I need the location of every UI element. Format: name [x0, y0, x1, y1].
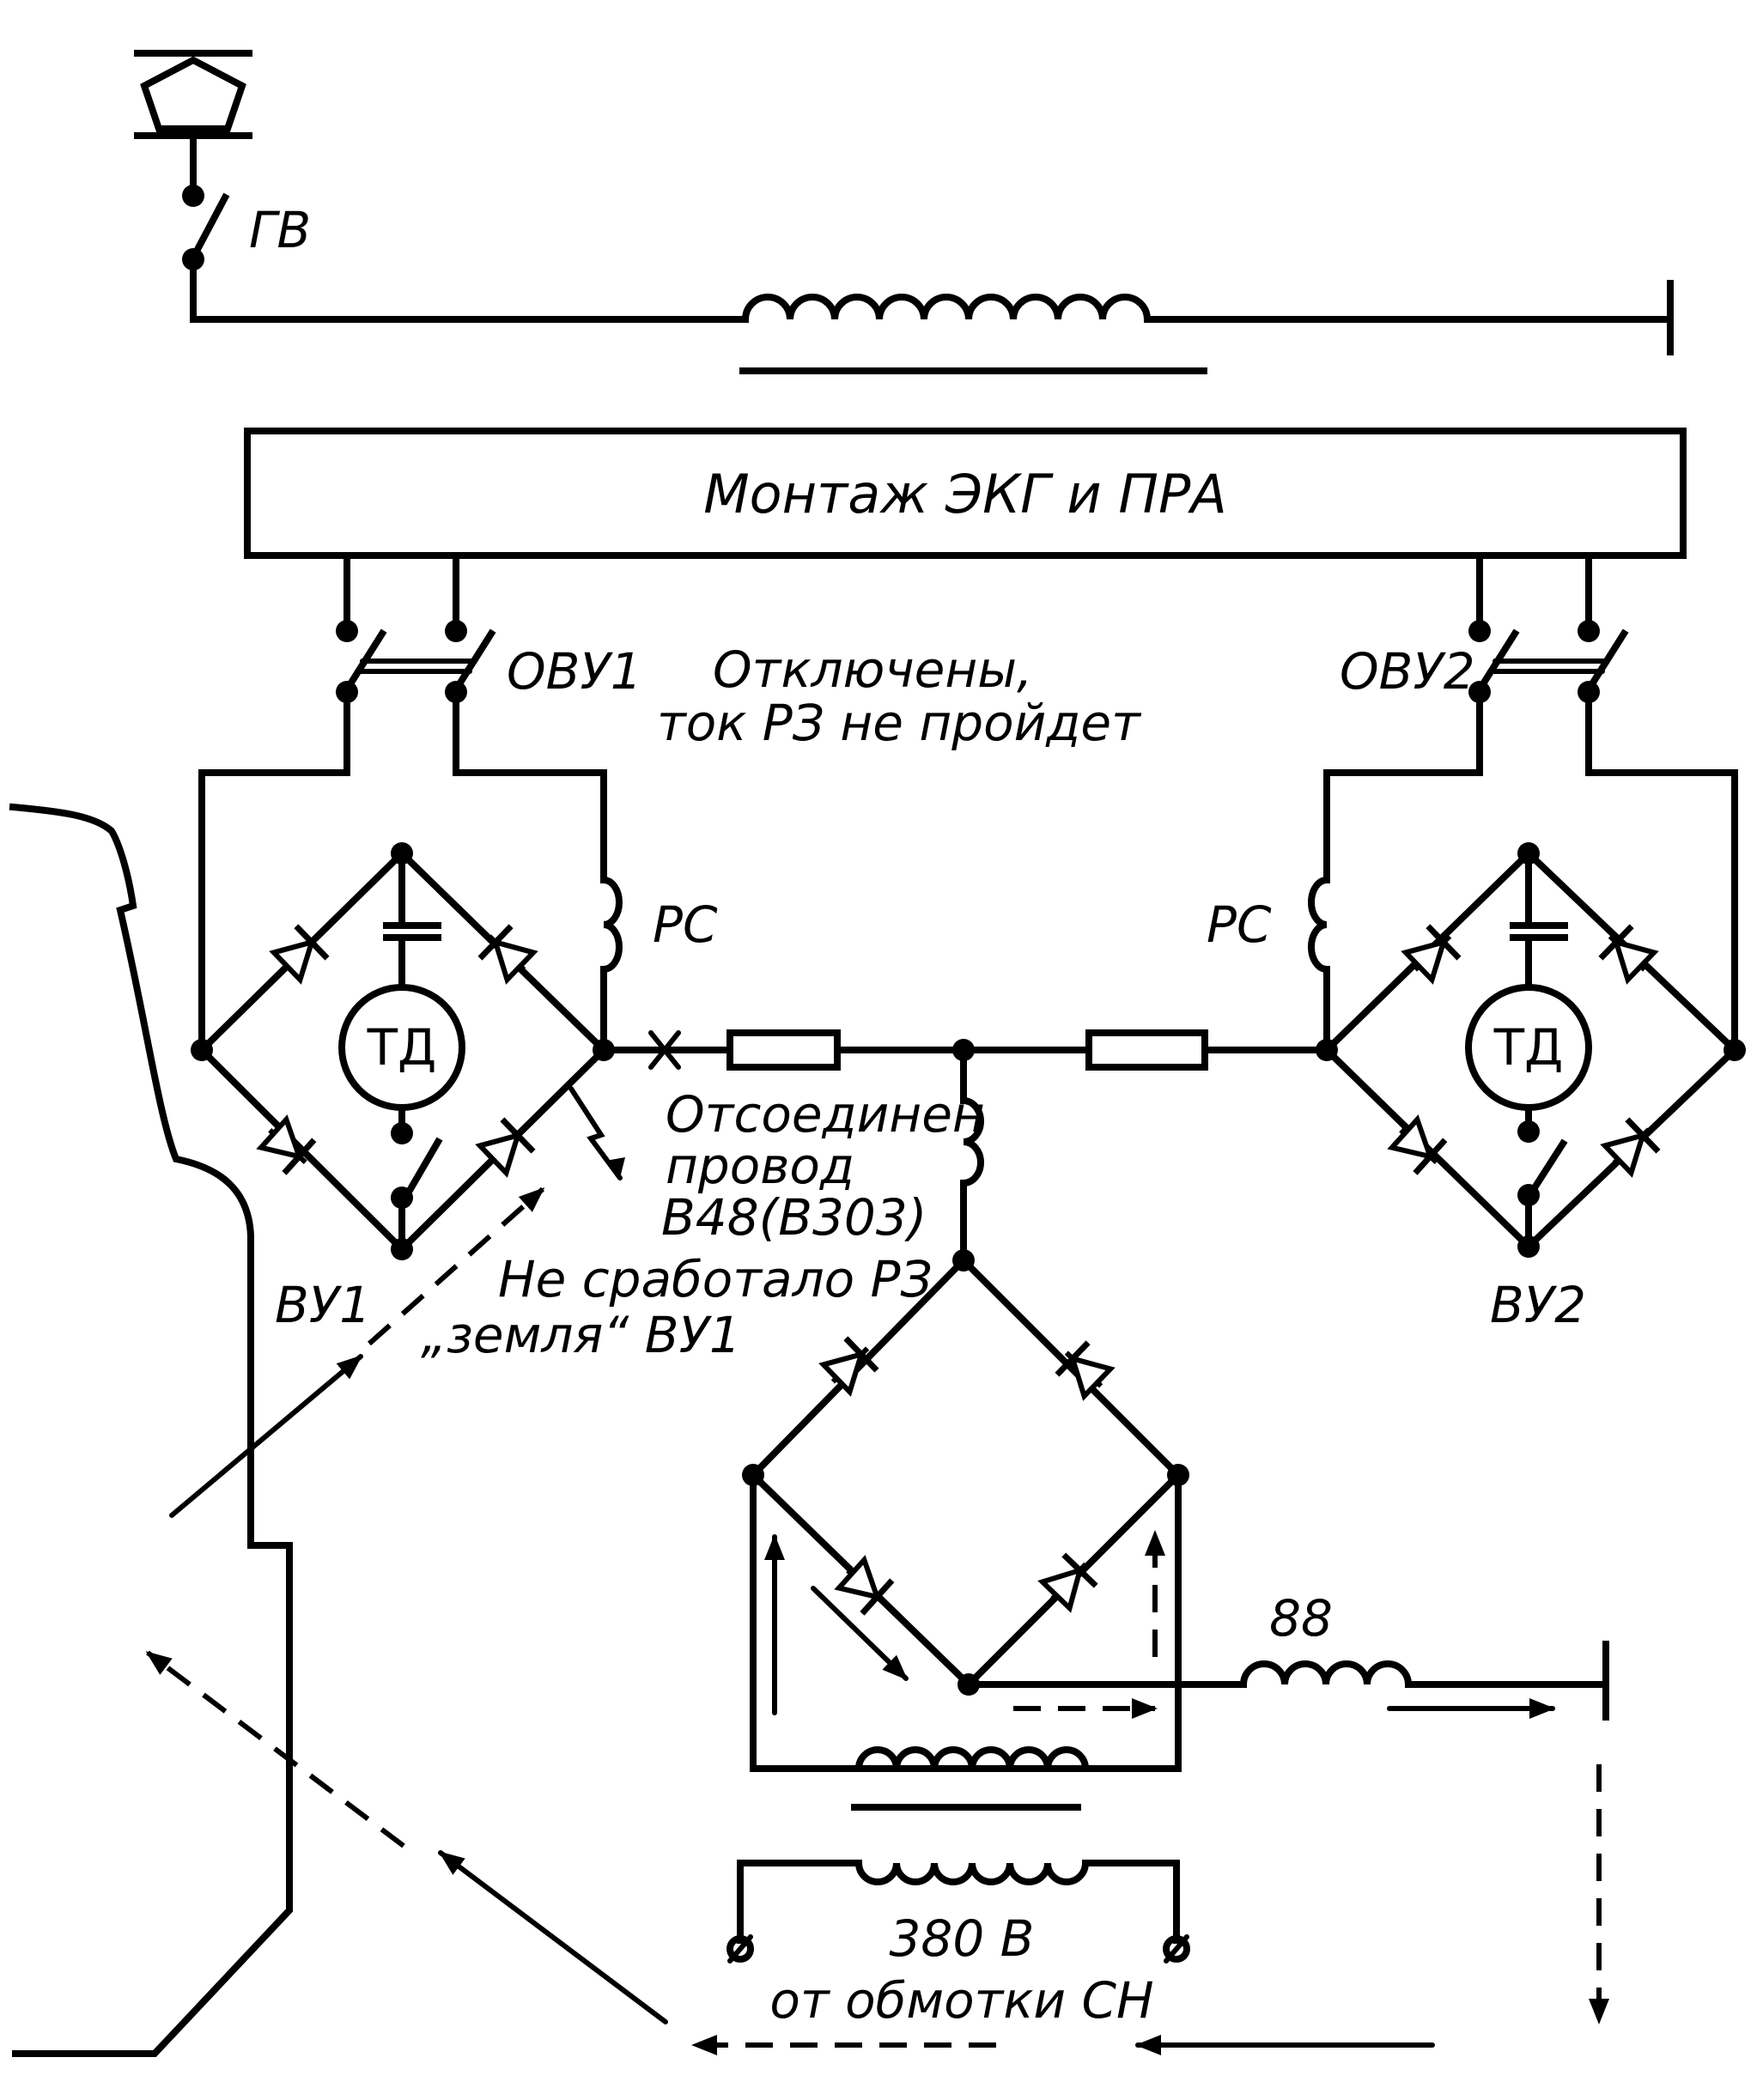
label-ovu2: ОВУ2: [1340, 642, 1475, 701]
ovu1-disconnector: [336, 552, 496, 703]
current-flow-arrows: [145, 1187, 1609, 2055]
midpoint-link: [600, 1029, 1330, 1264]
label-td-left: ТД: [367, 1018, 437, 1077]
label-rs-left: РС: [653, 895, 718, 954]
label-ovu1: ОВУ1: [507, 642, 642, 701]
main-switch-gv: [182, 185, 230, 323]
vu1-rectifier-bridge: [191, 689, 615, 1260]
label-reactor-88: 88: [1269, 1589, 1333, 1648]
rs-relay-right: [1308, 876, 1331, 1053]
note-disabled-line1: Отключены,: [713, 640, 1032, 699]
transformer-primary-winding: [190, 280, 1674, 374]
label-supply-line1: 380 В: [890, 1909, 1035, 1968]
label-rs-right: РС: [1207, 895, 1272, 954]
label-vu2: ВУ2: [1490, 1276, 1586, 1334]
rs-relay-left: [599, 876, 623, 1053]
fault-lightning-icon: [568, 1086, 623, 1180]
auxiliary-rectifier-bridge: [742, 1249, 1189, 1772]
label-block: Монтаж ЭКГ и ПРА: [703, 463, 1227, 525]
reactor-88: [965, 1641, 1609, 1721]
label-supply-line2: от обмотки СН: [769, 1971, 1153, 2030]
ovu2-disconnector: [1468, 552, 1629, 703]
pantograph-icon: [134, 50, 252, 197]
note-disconnected-line2: провод: [666, 1137, 854, 1195]
note-disabled-line2: ток РЗ не пройдет: [657, 694, 1142, 752]
note-not-tripped-line2: „земля“ ВУ1: [421, 1306, 741, 1364]
ekg-pra-block: [244, 428, 1687, 559]
auxiliary-transformer: [726, 1746, 1190, 1963]
note-disconnected-line1: Отсоединен: [666, 1085, 985, 1144]
fault-lightning-arrowhead: [605, 1157, 625, 1178]
vu2-rectifier-bridge: [1316, 689, 1746, 1258]
note-disconnected-line3: В48(В303): [661, 1188, 927, 1247]
locomotive-body-outline: [9, 803, 293, 2057]
label-vu1: ВУ1: [275, 1276, 371, 1334]
label-td-right: ТД: [1493, 1018, 1564, 1077]
note-not-tripped-line1: Не сработало РЗ: [498, 1250, 933, 1308]
label-gv: ГВ: [249, 201, 311, 259]
